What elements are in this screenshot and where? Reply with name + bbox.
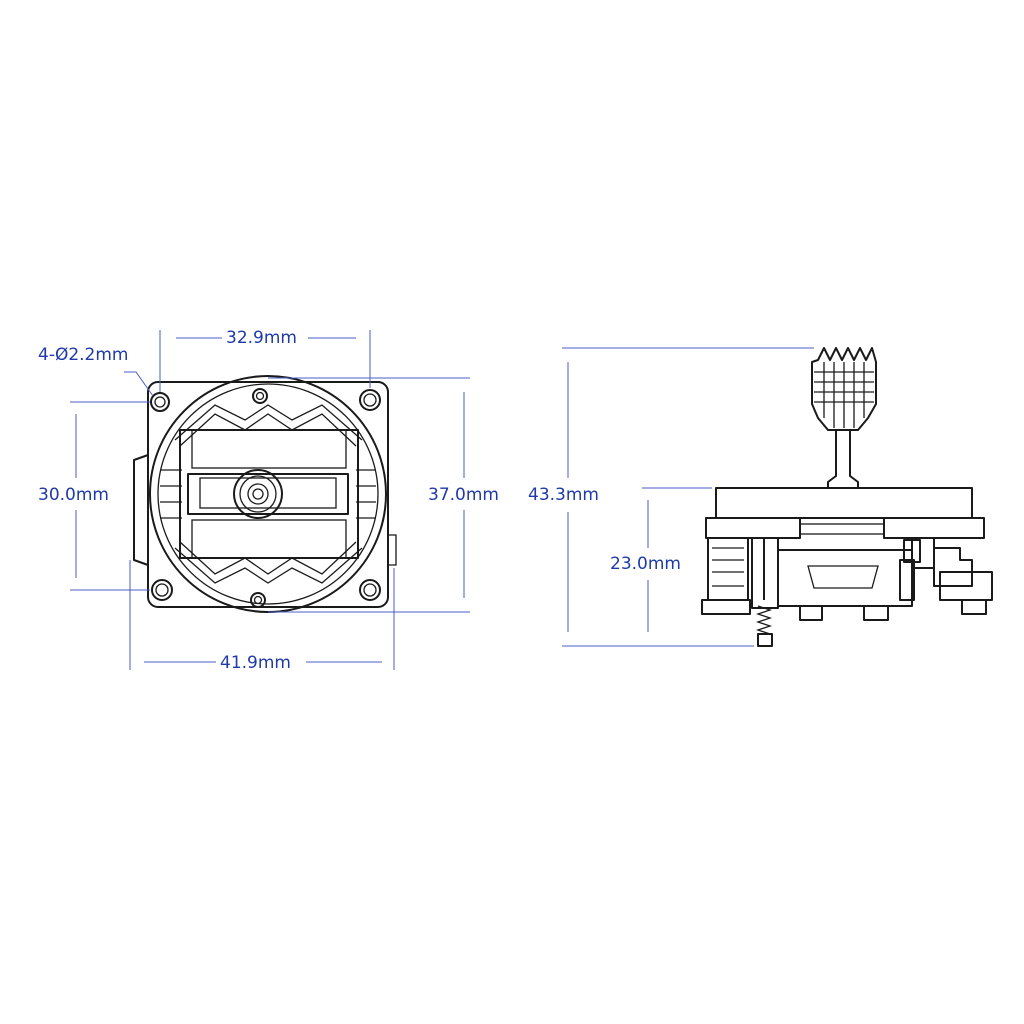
right-height-label: 37.0mm xyxy=(428,485,499,505)
stick-knob-top xyxy=(233,469,283,519)
gimbal-top-bar xyxy=(191,429,347,469)
total-height-label: 43.3mm xyxy=(528,485,599,505)
side-view xyxy=(701,347,993,647)
side-ribs xyxy=(160,469,376,519)
stick-shaft xyxy=(827,429,859,489)
side-tab-left xyxy=(133,454,149,566)
top-width-label: 32.9mm xyxy=(226,328,297,348)
hole-spec-label: 4-Ø2.2mm xyxy=(38,345,129,365)
stick-cap xyxy=(811,347,877,431)
gimbal-slot-outer xyxy=(187,473,349,515)
body-height-label: 23.0mm xyxy=(610,554,681,574)
mounting-plate xyxy=(147,381,389,608)
spring-screw xyxy=(755,538,773,647)
front-dimension-lines xyxy=(70,330,470,670)
gimbal-ring-inner xyxy=(157,383,379,605)
mounting-holes xyxy=(150,388,381,608)
gimbal-frame xyxy=(179,429,359,559)
front-view xyxy=(133,375,397,613)
spring-contours xyxy=(174,404,363,584)
side-housing xyxy=(701,517,993,621)
side-top-plate xyxy=(715,487,973,519)
gimbal-bottom-bar xyxy=(191,519,347,559)
gimbal-slot-inner xyxy=(199,477,337,509)
side-dimension-lines xyxy=(562,347,814,647)
side-tab-right xyxy=(388,534,397,566)
left-height-label: 30.0mm xyxy=(38,485,109,505)
bottom-width-label: 41.9mm xyxy=(220,653,291,673)
